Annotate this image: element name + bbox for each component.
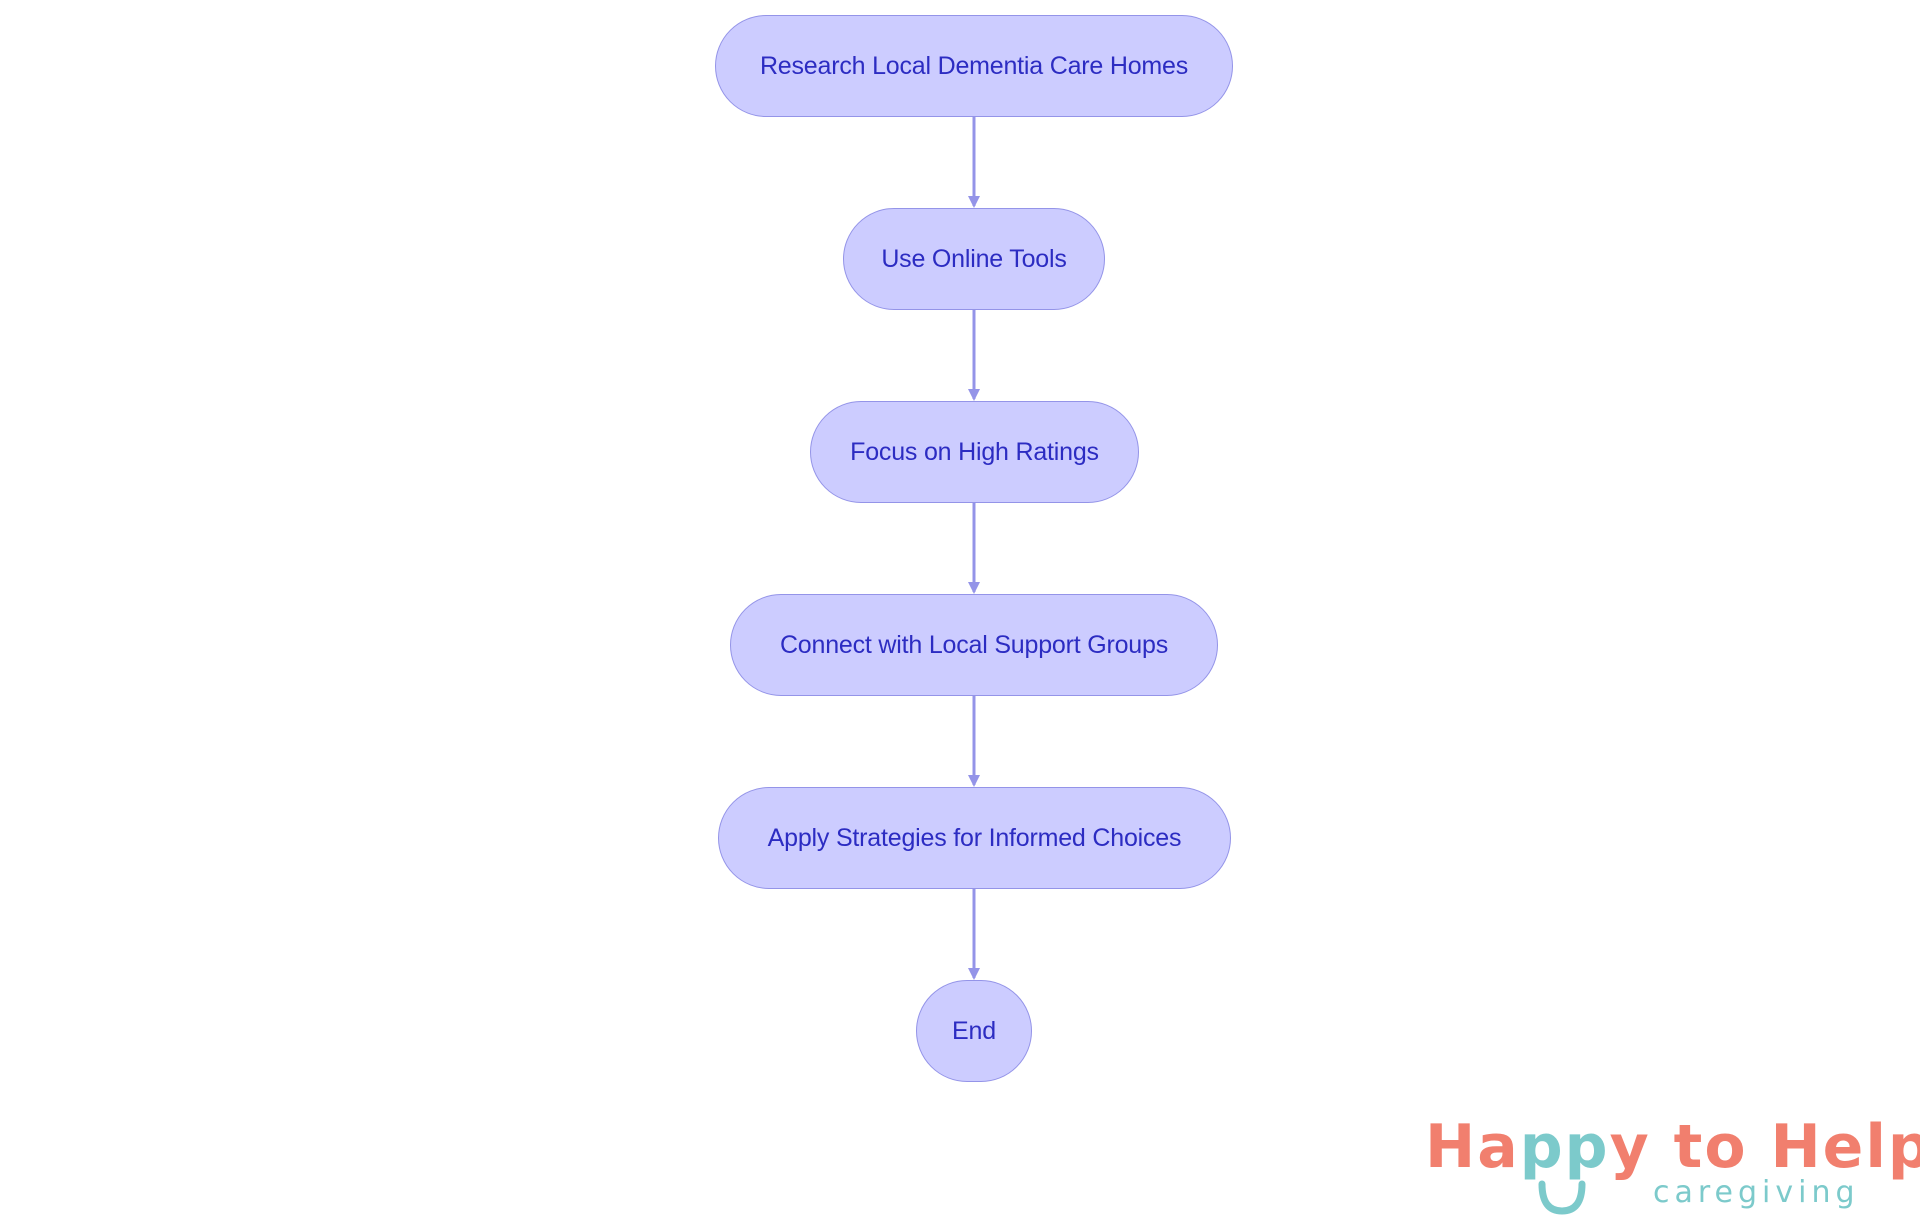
- happy-to-help-logo: Happy to Help caregiving: [1425, 1112, 1920, 1215]
- logo-letter-y: y: [1609, 1112, 1651, 1182]
- node-connect-support-groups: Connect with Local Support Groups: [730, 594, 1218, 696]
- logo-subtitle: caregiving: [1653, 1175, 1860, 1210]
- node-research-care-homes: Research Local Dementia Care Homes: [715, 15, 1233, 117]
- node-end: End: [916, 980, 1032, 1082]
- node-focus-high-ratings: Focus on High Ratings: [810, 401, 1139, 503]
- logo-word-help: Help: [1770, 1112, 1920, 1182]
- logo-letter-h: H: [1425, 1112, 1478, 1182]
- logo-wordmark: Happy to Help: [1425, 1112, 1920, 1182]
- logo-word-to: to: [1673, 1112, 1748, 1182]
- node-use-online-tools: Use Online Tools: [843, 208, 1105, 310]
- node-apply-strategies: Apply Strategies for Informed Choices: [718, 787, 1231, 889]
- logo-letter-a: a: [1477, 1112, 1520, 1182]
- logo-letters-pp: pp: [1519, 1112, 1610, 1182]
- smile-icon: [1538, 1180, 1586, 1215]
